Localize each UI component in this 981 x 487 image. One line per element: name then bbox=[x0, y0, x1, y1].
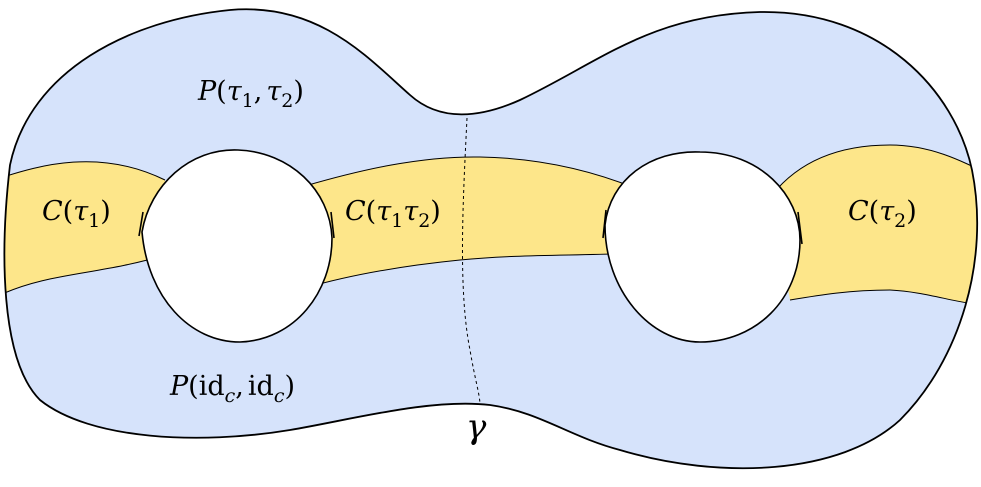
hole-left-rim-left bbox=[138, 211, 144, 237]
band-middle-bottom-edge bbox=[304, 252, 636, 289]
band-right-bottom-edge bbox=[789, 289, 978, 306]
label-top-pants: P(τ1,τ2) bbox=[197, 76, 304, 112]
band-middle-top-edge bbox=[304, 156, 636, 189]
label-gamma: γ bbox=[466, 407, 487, 447]
label-band-right: C(τ2) bbox=[848, 196, 917, 232]
surface-outline bbox=[3, 8, 979, 470]
hole-right bbox=[604, 151, 801, 343]
band-left-bottom-edge bbox=[4, 254, 166, 296]
band-left-top-edge bbox=[4, 161, 166, 181]
label-bottom-pants: P(idc,idc) bbox=[169, 371, 295, 407]
band-right bbox=[772, 145, 978, 305]
label-band-middle: C(τ1τ2) bbox=[345, 196, 441, 232]
band-left bbox=[4, 161, 165, 295]
hole-right-rim-left bbox=[602, 209, 607, 239]
hole-left bbox=[141, 149, 333, 343]
band-right-top-edge bbox=[771, 144, 978, 196]
gamma-curve bbox=[462, 117, 481, 406]
label-band-left: C(τ1) bbox=[42, 196, 111, 232]
hole-left-rim-right bbox=[330, 211, 335, 239]
hole-right-rim-right bbox=[797, 211, 803, 245]
